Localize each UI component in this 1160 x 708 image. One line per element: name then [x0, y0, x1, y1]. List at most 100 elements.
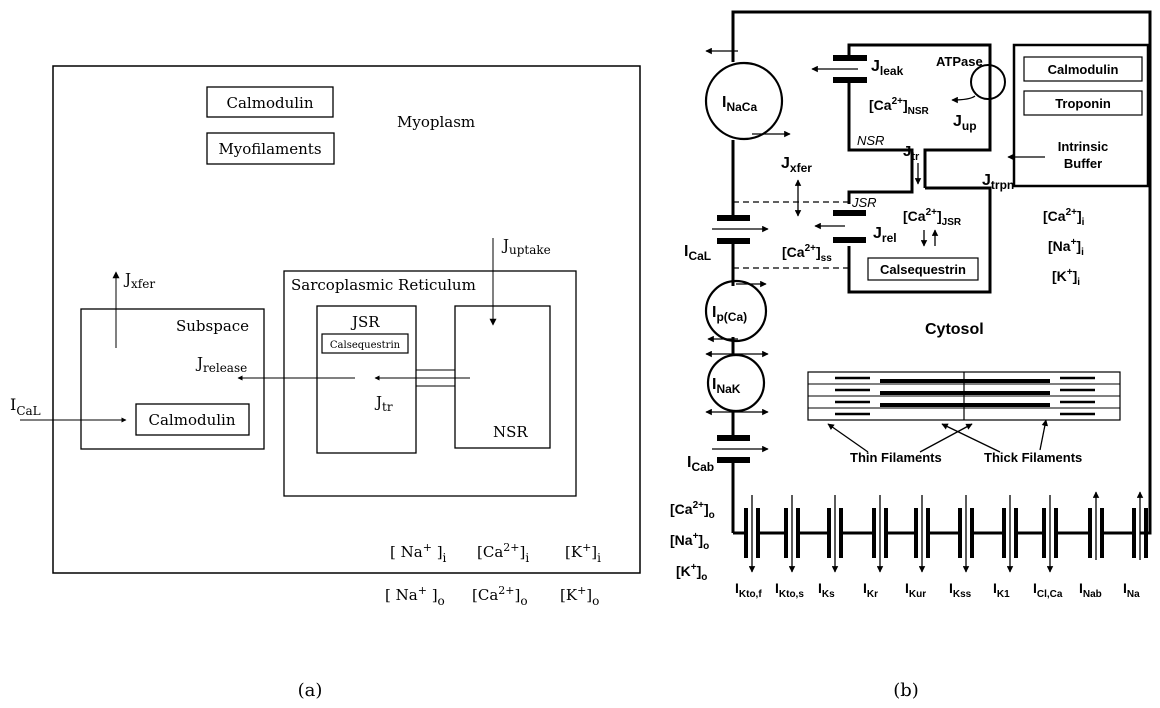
myoplasm-box — [52, 65, 641, 574]
calmodulin-subspace-label: Calmodulin — [149, 411, 236, 429]
conc-o-na-b: [Na+]o — [670, 531, 709, 552]
i-nak-pump — [706, 353, 766, 413]
calsequestrin-label: Calsequestrin — [330, 340, 401, 351]
channel-wall-left — [914, 508, 918, 558]
jsr-box — [316, 305, 417, 454]
conc-i-na: [ Na+ ]i — [390, 541, 447, 565]
conc-i-k-b: [K+]i — [1052, 267, 1080, 288]
i-cab-label: ICab — [687, 454, 714, 474]
j-leak-label: Jleak — [871, 58, 904, 78]
channel-wall-right — [1100, 508, 1104, 558]
calmodulin-label-b: Calmodulin — [1048, 62, 1119, 77]
caption-b: (b) — [893, 680, 919, 701]
i-naca-label: INaCa — [722, 94, 757, 114]
troponin-box — [1023, 90, 1143, 116]
conc-i-k: [K+]i — [565, 541, 601, 565]
nsr-label-b: NSR — [857, 133, 884, 148]
troponin-label: Troponin — [1055, 96, 1111, 111]
channel-wall-left — [784, 508, 788, 558]
conc-o-k: [K+]o — [560, 584, 599, 608]
i-pca-label: Ip(Ca) — [712, 304, 747, 324]
channel-current-label: IKr — [863, 580, 878, 600]
channel-current-label: IKur — [905, 580, 926, 600]
channel-wall-right — [970, 508, 974, 558]
atpase-label: ATPase — [936, 54, 983, 69]
calmodulin-box-b — [1023, 56, 1143, 82]
j-xfer-label: Jxfer — [123, 270, 155, 291]
sarcoplasmic-reticulum-box — [283, 270, 577, 497]
myofilaments-box — [206, 132, 335, 165]
jsr-compartment — [847, 186, 992, 294]
calsequestrin-label-b: Calsequestrin — [880, 262, 966, 277]
sarcomere — [807, 371, 1121, 421]
sr-title: Sarcoplasmic Reticulum — [291, 276, 476, 294]
ion-channel-row: IKto,f IKto,s IKs IKr IKur IKss IK1 ICl,Ca INab I… — [733, 491, 1148, 600]
subspace-box — [80, 308, 265, 450]
channel-wall-right — [884, 508, 888, 558]
channel-wall-right — [796, 508, 800, 558]
conc-o-na: [ Na+ ]o — [385, 584, 445, 608]
nsr-label: NSR — [493, 423, 528, 441]
conc-o-ca: [Ca2+]o — [472, 584, 528, 608]
ca-ss-label: [Ca2+]ss — [782, 243, 832, 264]
nsr-compartment — [847, 43, 992, 188]
channel-current-label: IK1 — [993, 580, 1010, 600]
conc-o-ca-b: [Ca2+]o — [670, 500, 715, 521]
thin-filaments-label: Thin Filaments — [850, 450, 942, 465]
channel-current-label: IKs — [818, 580, 835, 600]
channel-current-label: ICl,Ca — [1033, 580, 1063, 600]
intrinsic-buffer-box — [1012, 43, 1150, 188]
channel-wall-left — [872, 508, 876, 558]
channel-current-label: IKto,s — [775, 580, 804, 600]
conc-i-ca: [Ca2+]i — [477, 541, 529, 565]
channel-wall-right — [1054, 508, 1058, 558]
extracellular-concentrations: [ Na+ ]o [Ca2+]o [K+]o — [385, 584, 599, 608]
thin-filament-pointer-2 — [919, 423, 973, 453]
calsequestrin-box — [321, 333, 409, 354]
channel-wall-left — [1002, 508, 1006, 558]
thick-filament-pointer-2 — [1039, 419, 1049, 451]
channel-wall-right — [839, 508, 843, 558]
atpase-pump — [970, 64, 1006, 100]
channel-wall-left — [827, 508, 831, 558]
calsequestrin-box-b — [867, 257, 979, 281]
channel-wall-right — [756, 508, 760, 558]
j-uptake-label: Juptake — [501, 236, 551, 257]
channel-wall-left — [1132, 508, 1136, 558]
channel-current-label: INa — [1123, 580, 1140, 600]
jsr-label-b: JSR — [851, 195, 877, 210]
panel-b: INaCa Jleak ATPase [Ca2+]NSR Jup NSR Jtr… — [670, 10, 1152, 701]
channel-wall-left — [958, 508, 962, 558]
jsr-label: JSR — [350, 313, 380, 331]
intracellular-concentrations: [ Na+ ]i [Ca2+]i [K+]i — [390, 541, 601, 565]
j-release-label: Jrelease — [195, 354, 247, 375]
j-xfer-label-b: Jxfer — [781, 155, 812, 175]
j-up-arrow — [951, 95, 976, 104]
subspace-label: Subspace — [176, 317, 249, 335]
channel-wall-left — [1042, 508, 1046, 558]
calmodulin-top-label: Calmodulin — [227, 94, 314, 112]
thin-filament-pointer-1 — [827, 423, 869, 453]
panel-a: Myoplasm Calmodulin Myofilaments Juptake… — [10, 65, 641, 701]
conc-i-ca-b: [Ca2+]i — [1043, 207, 1085, 228]
channel-wall-right — [1014, 508, 1018, 558]
conc-i-na-b: [Na+]i — [1048, 237, 1084, 258]
thick-filament-pointer-1 — [941, 423, 1001, 453]
channel-wall-right — [926, 508, 930, 558]
cytosol-label: Cytosol — [925, 321, 984, 338]
channel-current-label: IKto,f — [735, 580, 762, 600]
i-nak-label: INaK — [712, 376, 741, 396]
i-cal-label: ICaL — [10, 395, 41, 418]
caption-a: (a) — [298, 680, 323, 701]
thick-filaments-label: Thick Filaments — [984, 450, 1082, 465]
i-naca-exchanger — [704, 61, 784, 141]
i-cal-label-b: ICaL — [684, 243, 711, 263]
channel-current-label: INab — [1079, 580, 1102, 600]
channel-current-label: IKss — [949, 580, 972, 600]
i-pca-pump — [704, 279, 768, 343]
calmodulin-subspace-box — [135, 403, 250, 436]
calmodulin-top-box — [206, 86, 334, 118]
channel-wall-left — [1088, 508, 1092, 558]
channel-wall-left — [744, 508, 748, 558]
